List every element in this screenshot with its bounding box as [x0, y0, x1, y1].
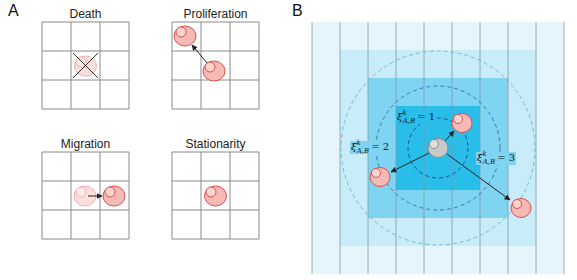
subscript: A,B — [403, 115, 415, 127]
arrow — [192, 45, 207, 63]
grid-line — [424, 22, 425, 274]
distance-symbol: ξ — [351, 141, 357, 153]
grid-line — [340, 22, 341, 274]
distance-symbol: ξ — [477, 152, 483, 164]
distance-circle — [341, 51, 535, 245]
grid-line — [508, 22, 509, 274]
grid-line — [480, 22, 481, 274]
grid-line — [452, 22, 453, 274]
cell — [205, 186, 227, 206]
grid-line — [564, 22, 565, 274]
arrow — [88, 196, 102, 197]
grid — [312, 22, 564, 280]
cell — [370, 114, 531, 218]
panel-title: Migration — [61, 137, 110, 151]
distance-value: = 2 — [371, 141, 389, 153]
grid-line — [396, 22, 397, 274]
panel-grid: Proliferation — [172, 4, 259, 22]
panel-letter: B — [292, 2, 303, 20]
panel-title: Death — [69, 7, 101, 21]
arrow — [391, 131, 510, 200]
panel-title: Stationarity — [185, 137, 245, 151]
panel-grid: Stationarity — [172, 134, 259, 152]
distance-symbol: ξ — [397, 111, 403, 123]
grid-line — [312, 22, 313, 274]
panel-letter: A — [8, 2, 19, 20]
panel-grid: Death — [42, 4, 129, 22]
distance-label: ξkA,B= 1 — [396, 111, 436, 124]
grid-line — [536, 22, 537, 274]
grid — [42, 22, 259, 239]
distance-label: ξkA,B= 3 — [476, 152, 516, 165]
subscript: A,B — [483, 156, 495, 168]
distance-value: = 1 — [417, 111, 435, 123]
neighbourhood-shading — [312, 22, 564, 274]
cell — [103, 186, 125, 206]
distance-value: = 3 — [497, 152, 515, 164]
cell — [174, 26, 225, 81]
panel-grid: Migration — [42, 134, 129, 152]
distance-label: ξkA,B= 2 — [350, 141, 390, 154]
cross-mark — [73, 53, 98, 78]
subscript: A,B — [357, 145, 369, 157]
panel-title: Proliferation — [183, 7, 247, 21]
